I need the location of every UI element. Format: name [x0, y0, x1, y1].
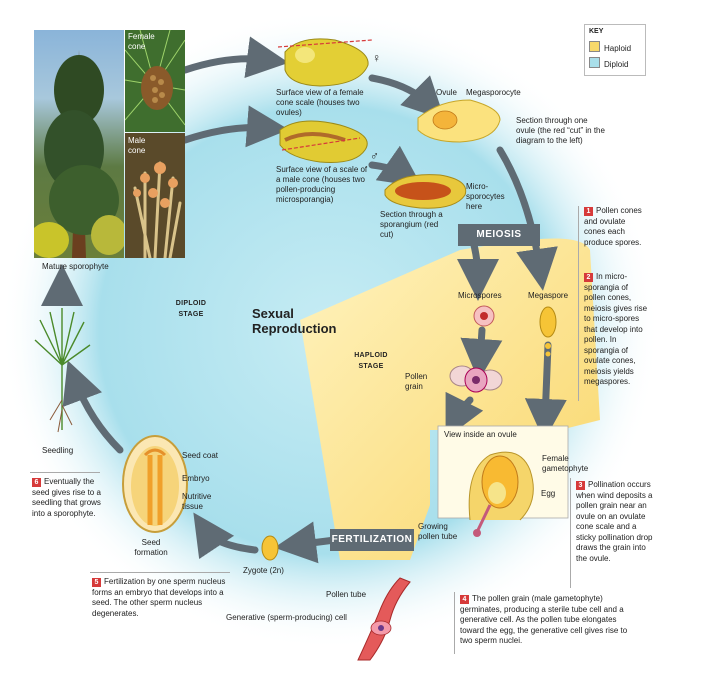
step-6-number: 6: [32, 478, 41, 487]
key-title: KEY: [589, 27, 603, 37]
diploid-swatch: [589, 57, 600, 68]
label-male-scale: Surface view of a scale of a male cone (…: [276, 165, 372, 205]
step-4-text: The pollen grain (male gametophyte) germ…: [460, 594, 627, 645]
fertilization-banner: FERTILIZATION: [330, 529, 414, 551]
label-microspores: Microspores: [458, 291, 502, 301]
label-ovule: Ovule: [436, 88, 457, 98]
step-3-text: Pollination occurs when wind deposits a …: [576, 480, 653, 563]
label-view-ovule: View inside an ovule: [444, 430, 517, 440]
label-section-ovule: Section through one ovule (the red “cut”…: [516, 116, 608, 146]
label-mature-sporophyte: Mature sporophyte: [42, 262, 109, 272]
step-1-number: 1: [584, 207, 593, 216]
label-seedling: Seedling: [42, 446, 73, 456]
symbol-female: ♀: [372, 52, 381, 64]
label-female-gametophyte: Female gametophyte: [542, 454, 600, 474]
step-5-number: 5: [92, 578, 101, 587]
label-seed-formation: Seed formation: [128, 538, 174, 558]
label-megasporocyte: Megasporocyte: [466, 88, 521, 98]
haploid-stage-label: HAPLOID STAGE: [348, 350, 394, 372]
sexual-reproduction-label: Sexual Reproduction: [252, 306, 332, 336]
key-item-haploid: Haploid: [589, 41, 631, 54]
label-section-sporangium: Section through a sporangium (red cut): [380, 210, 450, 240]
female-cone-photo: Female cone: [125, 30, 185, 132]
step-divider: [578, 206, 579, 401]
step-divider: [570, 478, 571, 588]
step-2-text: In micro-sporangia of pollen cones, meio…: [584, 272, 647, 386]
female-cone-label: Female cone: [128, 32, 168, 52]
step-5-text: Fertilization by one sperm nucleus forms…: [92, 577, 225, 618]
label-egg: Egg: [541, 489, 555, 499]
diploid-stage-label: DIPLOID STAGE: [168, 298, 214, 320]
label-generative-cell: Generative (sperm-producing) cell: [226, 613, 347, 623]
label-zygote: Zygote (2n): [243, 566, 284, 576]
legend-key: KEY Haploid Diploid: [584, 24, 646, 76]
key-item-diploid: Diploid: [589, 57, 628, 70]
male-cone-label: Male cone: [128, 136, 162, 156]
step-4-number: 4: [460, 595, 469, 604]
zygote-illustration: [262, 536, 278, 560]
meiosis-banner: MEIOSIS: [458, 224, 540, 246]
label-growing-tube: Growing pollen tube: [418, 522, 466, 542]
label-nutritive: Nutritive tissue: [182, 492, 218, 512]
step-divider: [90, 572, 230, 573]
label-pollen-grain: Pollen grain: [405, 372, 441, 392]
step-2-number: 2: [584, 273, 593, 282]
label-seed-coat: Seed coat: [182, 451, 218, 461]
step-divider: [454, 592, 455, 654]
symbol-male: ♂: [370, 150, 379, 162]
label-female-scale: Surface view of a female cone scale (hou…: [276, 88, 372, 118]
step-divider: [30, 472, 100, 473]
label-pollen-tube: Pollen tube: [326, 590, 366, 600]
seed-illustration: [123, 436, 187, 532]
label-megaspore: Megaspore: [528, 291, 568, 301]
mature-sporophyte-photo: [34, 30, 124, 258]
haploid-swatch: [589, 41, 600, 52]
step-3-number: 3: [576, 481, 585, 490]
male-cone-photo: Male cone: [125, 133, 185, 258]
microspores-illustration: [474, 306, 494, 326]
label-microsporocytes: Micro-sporocytes here: [466, 182, 512, 212]
step-6-text: Eventually the seed gives rise to a seed…: [32, 477, 101, 518]
label-embryo: Embryo: [182, 474, 210, 484]
